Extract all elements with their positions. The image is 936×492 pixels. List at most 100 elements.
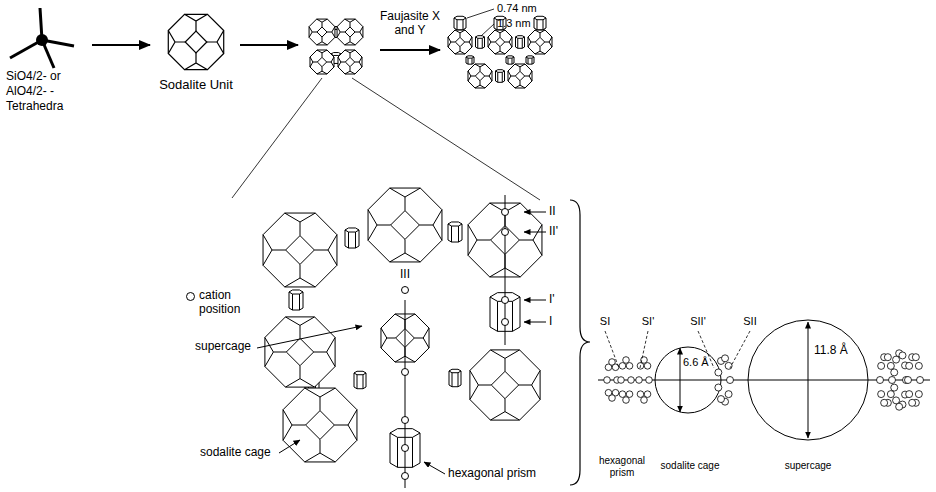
cage-face bbox=[286, 236, 315, 265]
hexagonal-prism-symbol bbox=[526, 56, 534, 64]
hexagonal-prism-symbol bbox=[345, 228, 359, 248]
cage-edge bbox=[528, 37, 535, 47]
cage-label: hexagonal prism bbox=[448, 467, 536, 481]
cage-edge bbox=[310, 57, 317, 67]
cation-marker bbox=[402, 287, 409, 294]
process-arrow bbox=[92, 44, 150, 46]
cage-edge bbox=[505, 37, 512, 47]
oxygen-atom bbox=[905, 377, 912, 384]
cation-site-label: III bbox=[400, 268, 410, 282]
oxygen-atom bbox=[909, 399, 916, 406]
sodalite-cage bbox=[470, 350, 540, 420]
prism-edge bbox=[512, 301, 513, 331]
cage-face bbox=[345, 57, 354, 66]
pointer-arrow bbox=[524, 212, 546, 213]
leader-line bbox=[640, 331, 648, 368]
prism-edge bbox=[537, 20, 538, 30]
sodalite-cage bbox=[309, 19, 335, 45]
cage-edge bbox=[414, 328, 429, 348]
prism-top bbox=[454, 16, 466, 19]
prism-top bbox=[466, 56, 474, 58]
prism-edge bbox=[451, 226, 452, 242]
cation-marker bbox=[402, 445, 409, 452]
sodalite-cage bbox=[263, 213, 337, 287]
oxygen-ring bbox=[905, 354, 924, 407]
dimension-label: 1.3 nm bbox=[497, 17, 531, 30]
cage-edge bbox=[345, 50, 355, 57]
oxygen-atom bbox=[891, 384, 898, 391]
hexagonal-prism-symbol bbox=[476, 36, 485, 49]
cage-outline bbox=[263, 213, 337, 287]
oxygen-ring bbox=[715, 355, 734, 405]
cage-edge bbox=[185, 53, 208, 70]
cage-label: supercage bbox=[195, 340, 251, 354]
cage-edge bbox=[285, 317, 314, 338]
formula-text: Tetrahedra bbox=[6, 100, 63, 114]
prism-edge bbox=[528, 58, 529, 64]
prism-edge bbox=[452, 373, 453, 387]
cage-outline bbox=[338, 50, 362, 74]
cage-edge bbox=[519, 225, 542, 256]
oxygen-atom bbox=[893, 397, 900, 404]
oxygen-atom bbox=[891, 369, 898, 376]
cage-face bbox=[317, 27, 327, 37]
pointer-arrow bbox=[524, 300, 546, 301]
cage-edge bbox=[317, 37, 328, 45]
cage-edge bbox=[314, 337, 335, 366]
oxygen-atom bbox=[877, 377, 884, 384]
oxygen-atom bbox=[644, 363, 651, 370]
prism-top bbox=[289, 290, 303, 294]
cage-edge bbox=[535, 30, 545, 37]
oxygen-atom bbox=[626, 391, 633, 398]
prism-body bbox=[345, 230, 359, 248]
prism-edge bbox=[412, 437, 413, 467]
oxygen-atom bbox=[887, 362, 894, 369]
hexagonal-prism-symbol bbox=[289, 290, 303, 310]
cage-edge bbox=[390, 239, 421, 262]
supercage-circle bbox=[748, 320, 868, 440]
sodalite-cage bbox=[338, 50, 362, 74]
prism-body bbox=[448, 224, 462, 242]
sodalite-cage-circle bbox=[655, 347, 721, 413]
pointer-arrow bbox=[279, 440, 300, 453]
atom bbox=[36, 34, 48, 46]
symmetry-axis bbox=[405, 300, 406, 488]
sodalite-cage bbox=[283, 388, 357, 462]
cage-edge bbox=[468, 71, 475, 81]
cage-face bbox=[515, 71, 524, 80]
prism-edge bbox=[512, 58, 513, 64]
cage-edge bbox=[490, 399, 519, 420]
cage-edge bbox=[455, 47, 465, 54]
sodalite-cage bbox=[448, 30, 472, 54]
site-label: SI' bbox=[642, 315, 655, 328]
cage-outline bbox=[309, 19, 335, 45]
cage-label: sodalite cage bbox=[200, 446, 271, 460]
process-arrow bbox=[380, 49, 440, 51]
sodalite-cage bbox=[168, 14, 223, 69]
cage-outline bbox=[283, 388, 357, 462]
hexagonal-prism-symbol bbox=[454, 16, 466, 29]
cage-face bbox=[317, 57, 326, 66]
pointer-arrow bbox=[524, 322, 546, 323]
cage-edge bbox=[263, 235, 286, 266]
cage-edge bbox=[488, 37, 495, 47]
oxygen-atom bbox=[896, 403, 903, 410]
oxygen-atom bbox=[715, 384, 722, 391]
hexagonal-prism-symbol bbox=[448, 222, 462, 242]
dimension-arrow bbox=[680, 348, 681, 412]
site-label: SII' bbox=[690, 315, 706, 328]
cage-outline bbox=[265, 317, 335, 387]
cage-outline bbox=[310, 50, 334, 74]
cage-outline bbox=[168, 14, 223, 69]
cation-site-label: II' bbox=[549, 225, 558, 239]
cation-marker bbox=[402, 369, 409, 376]
oxygen-atom bbox=[725, 391, 732, 398]
cage-edge bbox=[390, 188, 421, 211]
prism-edge bbox=[497, 301, 498, 331]
cage-edge bbox=[283, 410, 306, 441]
prism-edge bbox=[472, 58, 473, 64]
cage-edge bbox=[305, 388, 336, 411]
curly-brace bbox=[570, 200, 590, 485]
oxygen-atom bbox=[915, 362, 922, 369]
